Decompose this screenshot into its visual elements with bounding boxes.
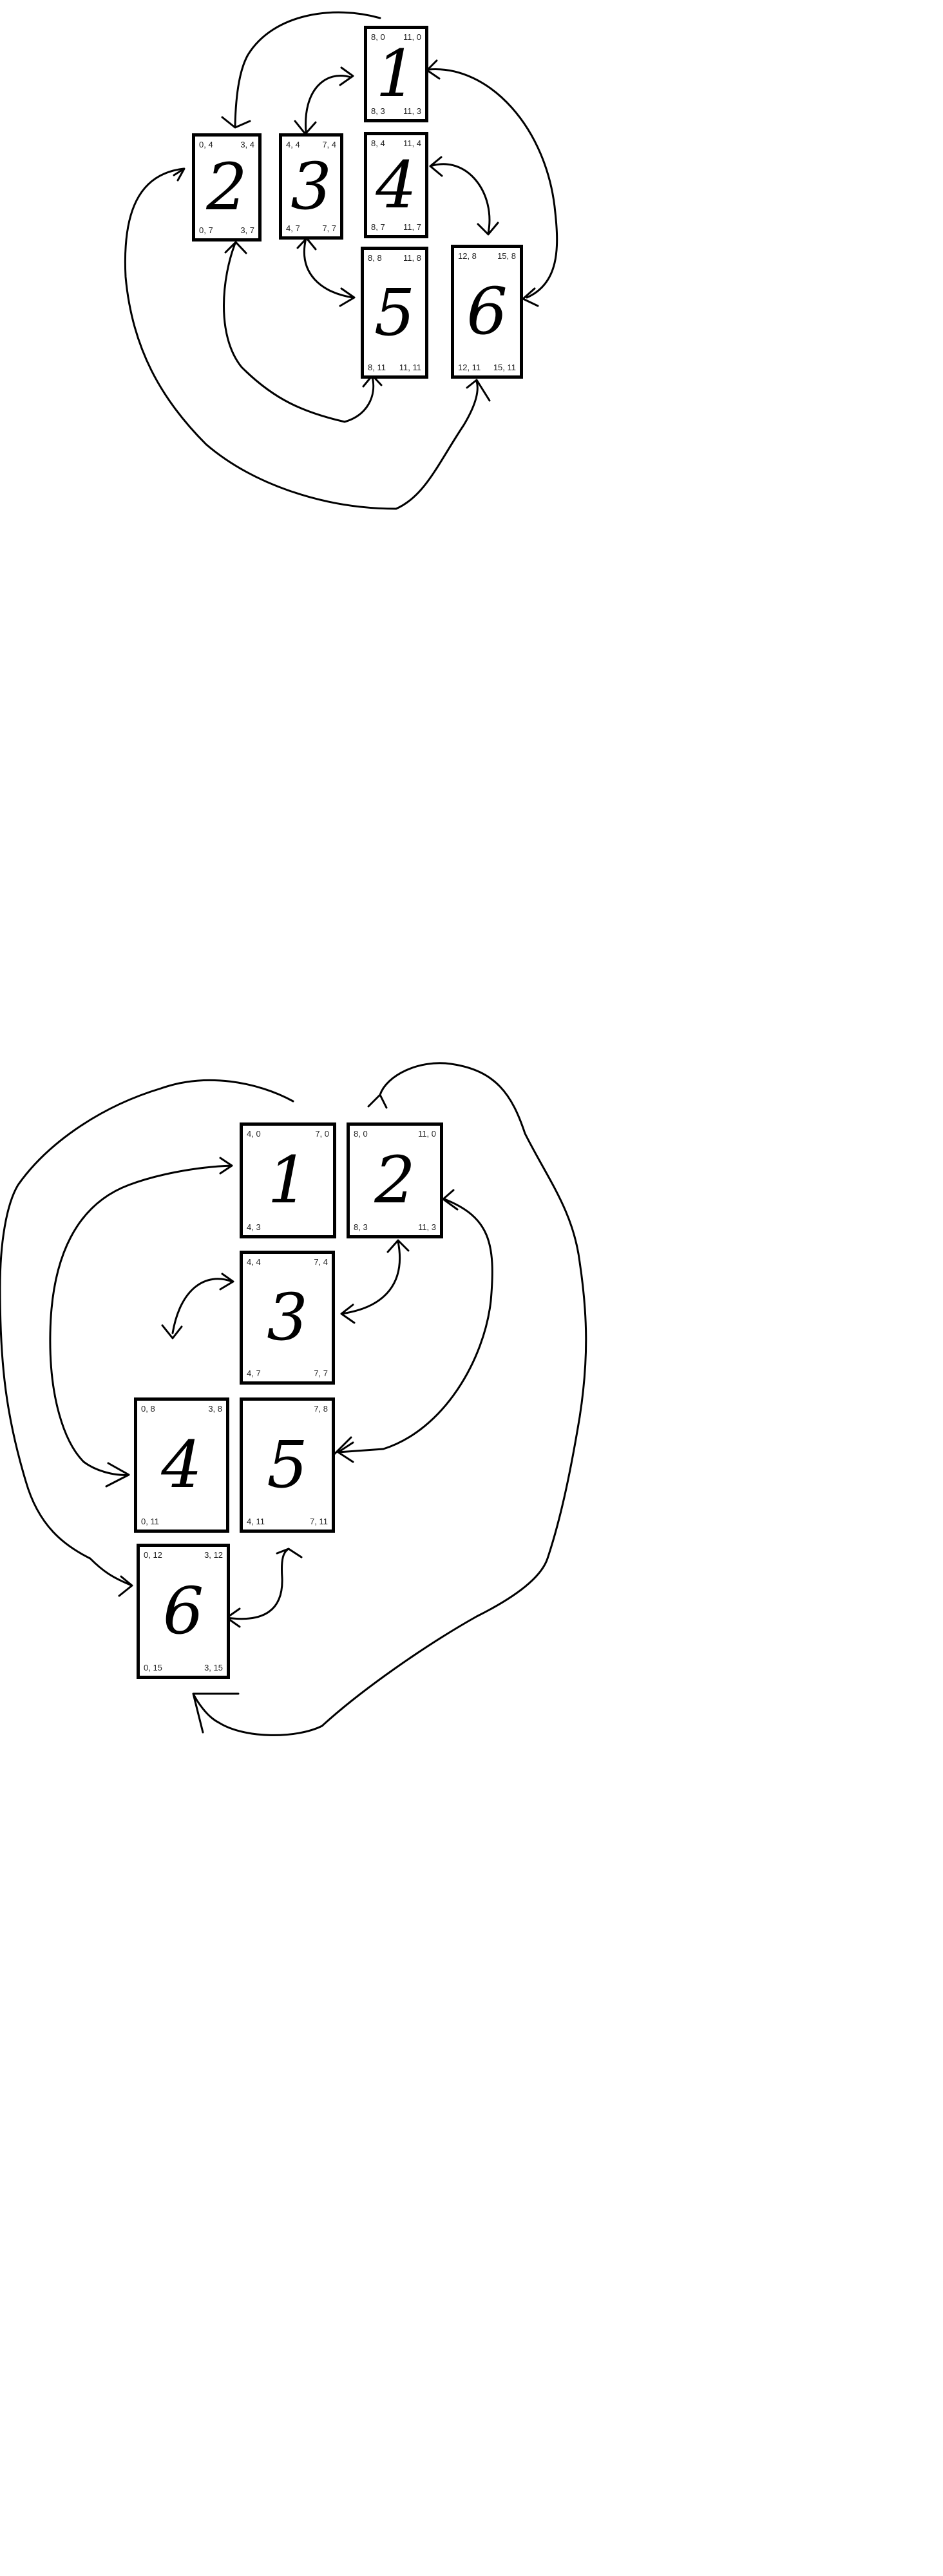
- card-number: 3: [267, 1280, 308, 1355]
- corner-bottom-right: 3, 15: [204, 1663, 223, 1672]
- bottom-card-4: 4 0, 8 3, 8 0, 11: [134, 1397, 229, 1533]
- card-number: 2: [206, 149, 247, 225]
- corner-top-right: 3, 4: [240, 140, 254, 149]
- bottom-card-3: 3 4, 4 7, 4 4, 7 7, 7: [240, 1251, 335, 1385]
- corner-top-left: 0, 8: [141, 1404, 155, 1414]
- corner-bottom-left: 8, 7: [371, 222, 385, 232]
- corner-bottom-right: 11, 3: [418, 1222, 436, 1232]
- corner-top-left: 8, 4: [371, 138, 385, 148]
- corner-top-left: 8, 0: [354, 1129, 368, 1139]
- corner-top-left: 8, 8: [368, 253, 382, 263]
- card-number: 6: [162, 1573, 204, 1649]
- card-number: 4: [376, 147, 417, 223]
- corner-bottom-left: 4, 3: [247, 1222, 261, 1232]
- bottom-card-1: 1 4, 0 7, 0 4, 3: [240, 1122, 336, 1238]
- arrow-2-to-5-loop: [223, 241, 383, 423]
- corner-bottom-left: 8, 11: [368, 363, 386, 372]
- corner-top-left: 0, 4: [199, 140, 213, 149]
- corner-top-right: 11, 0: [418, 1129, 436, 1139]
- bottom-card-5: 5 7, 8 4, 11 7, 11: [240, 1397, 335, 1533]
- corner-top-right: 7, 8: [314, 1404, 328, 1414]
- corner-top-left: 4, 4: [247, 1257, 261, 1267]
- corner-top-left: 0, 12: [144, 1550, 162, 1560]
- card-number: 2: [374, 1142, 415, 1218]
- corner-bottom-right: 15, 11: [493, 363, 516, 372]
- bottom-card-6: 6 0, 12 3, 12 0, 15 3, 15: [137, 1544, 230, 1679]
- arrow-3-to-5: [296, 237, 356, 307]
- corner-top-left: 12, 8: [458, 251, 477, 261]
- corner-top-right: 11, 8: [403, 253, 421, 263]
- arrow-1-to-3: [161, 1273, 234, 1340]
- corner-bottom-left: 0, 7: [199, 225, 213, 235]
- corner-bottom-left: 0, 15: [144, 1663, 162, 1672]
- corner-bottom-right: 3, 7: [240, 225, 254, 235]
- corner-top-right: 15, 8: [497, 251, 516, 261]
- arrow-1-to-2: [221, 11, 381, 129]
- corner-bottom-left: 12, 11: [458, 363, 481, 372]
- arrow-4-to-6: [429, 156, 499, 236]
- corner-bottom-right: 11, 7: [403, 222, 421, 232]
- corner-bottom-right: 11, 11: [399, 363, 421, 372]
- top-card-6: 6 12, 8 15, 8 12, 11 15, 11: [451, 245, 523, 379]
- corner-bottom-right: 7, 7: [322, 223, 336, 233]
- card-number: 3: [291, 148, 332, 224]
- corner-top-right: 7, 0: [315, 1129, 329, 1139]
- corner-bottom-right: 7, 7: [314, 1368, 328, 1378]
- card-number: 4: [161, 1427, 202, 1502]
- arrow-1-left-3: [294, 66, 354, 135]
- corner-bottom-right: 7, 11: [310, 1517, 328, 1526]
- corner-top-left: 8, 0: [371, 32, 385, 42]
- corner-bottom-right: 11, 3: [403, 106, 421, 116]
- card-number: 1: [267, 1142, 309, 1218]
- arrow-6-to-5: [225, 1548, 303, 1628]
- top-card-2: 2 0, 4 3, 4 0, 7 3, 7: [192, 133, 262, 242]
- corner-bottom-left: 4, 11: [247, 1517, 265, 1526]
- card-number: 5: [374, 274, 415, 350]
- corner-bottom-left: 0, 11: [141, 1517, 159, 1526]
- corner-bottom-left: 8, 3: [354, 1222, 368, 1232]
- corner-top-left: 4, 0: [247, 1129, 261, 1139]
- corner-top-left: 4, 4: [286, 140, 300, 149]
- card-number: 6: [466, 274, 508, 349]
- corner-top-right: 11, 4: [403, 138, 421, 148]
- top-card-4: 4 8, 4 11, 4 8, 7 11, 7: [364, 132, 428, 238]
- top-card-1: 1 8, 0 11, 0 8, 3 11, 3: [364, 26, 428, 122]
- card-number: 1: [376, 36, 417, 111]
- corner-bottom-left: 8, 3: [371, 106, 385, 116]
- bottom-card-2: 2 8, 0 11, 0 8, 3 11, 3: [347, 1122, 443, 1238]
- corner-top-right: 3, 8: [208, 1404, 222, 1414]
- corner-bottom-left: 4, 7: [286, 223, 300, 233]
- arrow-2-to-3: [340, 1239, 410, 1324]
- corner-top-right: 7, 4: [314, 1257, 328, 1267]
- corner-bottom-left: 4, 7: [247, 1368, 261, 1378]
- corner-top-right: 3, 12: [204, 1550, 223, 1560]
- top-card-3: 3 4, 4 7, 4 4, 7 7, 7: [279, 133, 343, 240]
- corner-top-right: 7, 4: [322, 140, 336, 149]
- top-card-5: 5 8, 8 11, 8 8, 11 11, 11: [361, 247, 428, 379]
- card-number: 5: [267, 1427, 308, 1502]
- corner-top-right: 11, 0: [403, 32, 421, 42]
